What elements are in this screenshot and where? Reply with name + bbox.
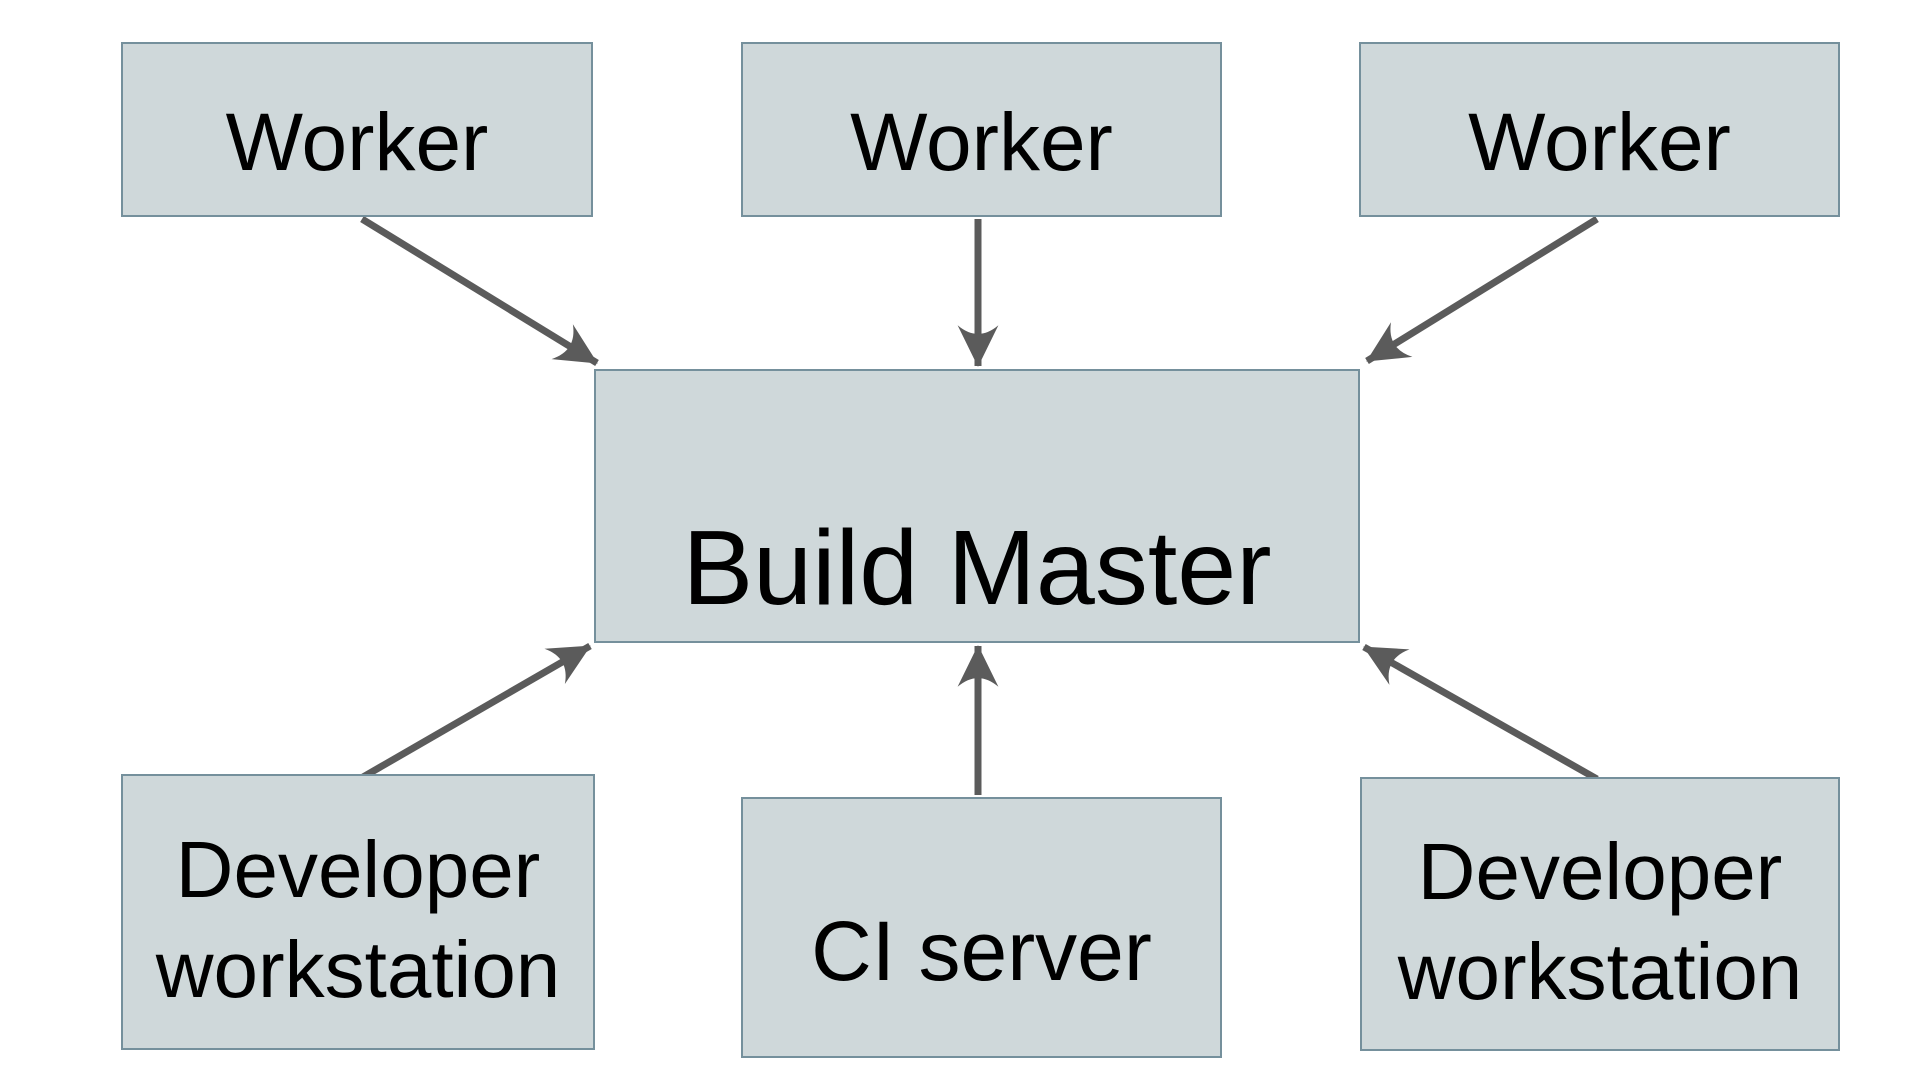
node-label: Worker	[1468, 97, 1731, 189]
node-label: Worker	[225, 97, 489, 189]
node-build-master: Build Master	[594, 369, 1360, 643]
node-label: Build Master	[682, 508, 1272, 627]
node-developer-workstation-1: Developer workstation	[121, 774, 595, 1050]
node-label: Developer workstation	[1397, 827, 1803, 1016]
node-worker-1: Worker	[121, 42, 593, 217]
node-label: Worker	[850, 97, 1113, 189]
arrow-developer-workstation-1-to-build-master	[361, 642, 592, 781]
arrow-worker-3-to-build-master	[1365, 216, 1599, 364]
node-label: Developer workstation	[155, 825, 561, 1014]
node-ci-server: CI server	[741, 797, 1222, 1058]
arrow-worker-1-to-build-master	[360, 216, 599, 366]
node-worker-2: Worker	[741, 42, 1222, 217]
node-worker-3: Worker	[1359, 42, 1840, 217]
node-label: CI server	[811, 904, 1152, 998]
arrow-developer-workstation-2-to-build-master	[1362, 643, 1599, 783]
node-developer-workstation-2: Developer workstation	[1360, 777, 1840, 1051]
